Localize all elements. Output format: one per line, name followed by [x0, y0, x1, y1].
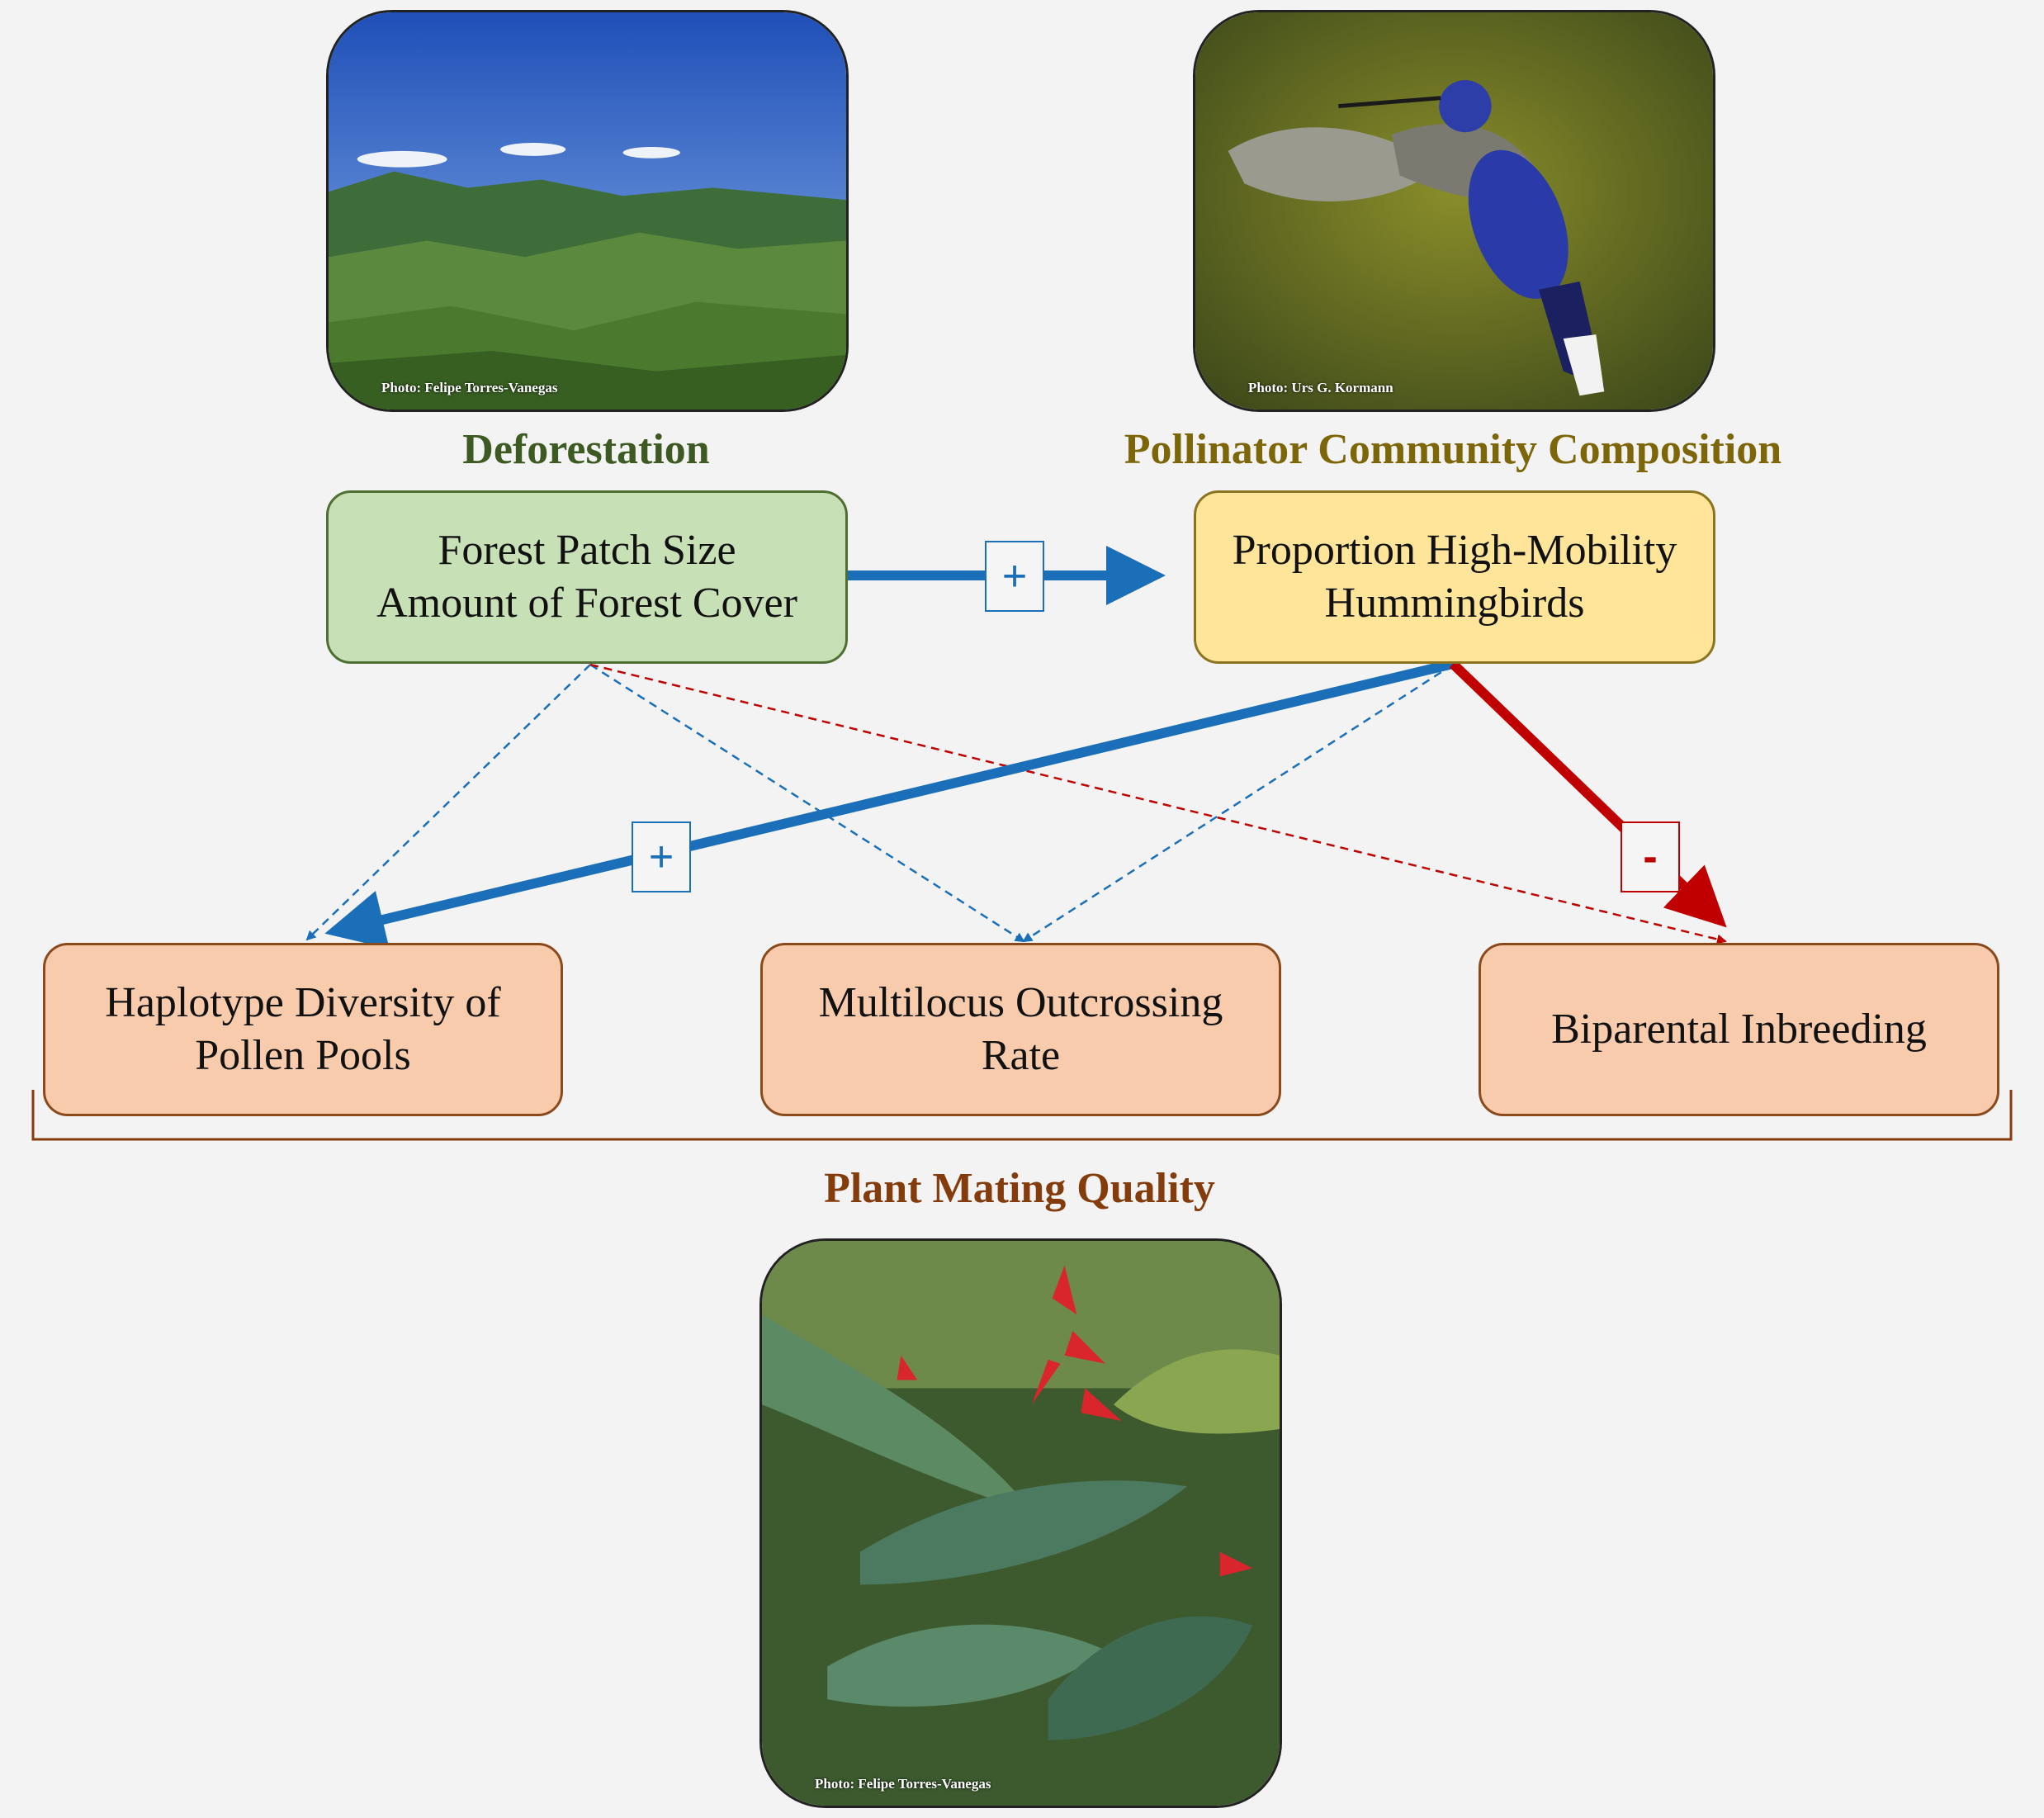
link-hummingbirds-outcrossing: [1022, 663, 1454, 943]
sign-hummingbirds-inbreeding: -: [1621, 821, 1680, 892]
link-forest-outcrossing: [589, 663, 1025, 943]
heading-deforestation: Deforestation: [462, 426, 710, 473]
node-forest-line2: Amount of Forest Cover: [376, 580, 797, 627]
node-haplotype-line2: Pollen Pools: [195, 1032, 411, 1079]
heading-plant-mating: Plant Mating Quality: [824, 1165, 1215, 1212]
node-inbreeding-line1: Biparental Inbreeding: [1551, 1006, 1927, 1053]
hummingbird-photo: Photo: Urs G. Kormann: [1193, 10, 1715, 412]
node-forest-line1: Forest Patch Size: [438, 527, 736, 574]
heliconia-photo: Photo: Felipe Torres-Vanegas: [759, 1238, 1282, 1808]
heading-pollinator: Pollinator Community Composition: [1124, 426, 1782, 473]
node-outcrossing-line2: Rate: [981, 1032, 1061, 1079]
landscape-photo: Photo: Felipe Torres-Vanegas: [326, 10, 849, 412]
link-forest-haplotype: [305, 664, 591, 941]
node-outcrossing-rate: Multilocus Outcrossing Rate: [760, 943, 1281, 1116]
sign-hummingbirds-haplotype: +: [632, 821, 691, 892]
link-forest-inbreeding: [589, 663, 1727, 945]
sign-forest-hummingbirds: +: [985, 541, 1044, 612]
photo-credit: Photo: Urs G. Kormann: [1248, 380, 1393, 395]
node-haplotype-diversity: Haplotype Diversity of Pollen Pools: [43, 943, 563, 1116]
node-high-mobility-hummingbirds: Proportion High-Mobility Hummingbirds: [1194, 490, 1715, 664]
node-biparental-inbreeding: Biparental Inbreeding: [1479, 943, 1999, 1116]
node-forest-cover: Forest Patch Size Amount of Forest Cover: [326, 490, 848, 664]
node-hummingbirds-line1: Proportion High-Mobility: [1232, 527, 1677, 574]
photo-credit: Photo: Felipe Torres-Vanegas: [815, 1776, 991, 1792]
node-haplotype-line1: Haplotype Diversity of: [105, 979, 501, 1026]
link-hummingbirds-haplotype: [324, 659, 1455, 949]
node-outcrossing-line1: Multilocus Outcrossing: [818, 979, 1223, 1026]
plant-mating-brace: [31, 1090, 2013, 1141]
photo-credit: Photo: Felipe Torres-Vanegas: [381, 380, 558, 395]
node-hummingbirds-line2: Hummingbirds: [1324, 580, 1585, 627]
